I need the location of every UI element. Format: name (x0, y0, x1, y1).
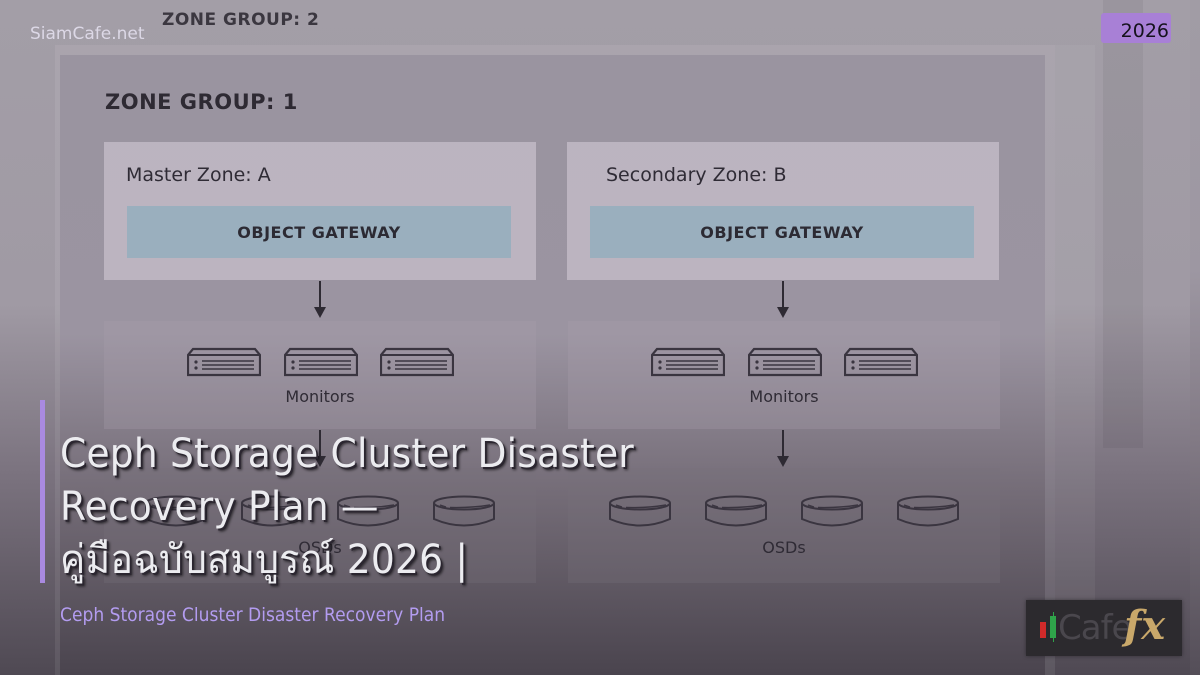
title-line-3: คู่มือฉบับสมบูรณ์ 2026 | (60, 537, 469, 583)
logo-text-fx: fx (1124, 602, 1166, 649)
zone-group-2-label: ZONE GROUP: 2 (162, 10, 320, 30)
osd-disk-icon (705, 495, 767, 527)
osd-disk-icon (241, 495, 303, 527)
osd-disk-icon (609, 495, 671, 527)
zone-a-osds-label: OSDs (298, 538, 342, 557)
logo-text-cafe: Cafe (1058, 608, 1132, 648)
title-line-1: Ceph Storage Cluster Disaster (60, 431, 634, 477)
server-monitor-icon (284, 347, 358, 377)
zone-group-1-label: ZONE GROUP: 1 (105, 90, 298, 114)
title-accent-bar (40, 400, 45, 583)
zone-a-monitors-label: Monitors (285, 387, 355, 406)
zone-b-title: Secondary Zone: B (606, 164, 787, 186)
arrow-down-icon (314, 281, 326, 318)
arrow-down-icon (314, 430, 326, 467)
arrow-down-icon (777, 430, 789, 467)
osd-disk-icon (337, 495, 399, 527)
zone-b-monitors-label: Monitors (749, 387, 819, 406)
cafefx-logo[interactable]: Cafe fx (1026, 600, 1182, 656)
zone-b-object-gateway: OBJECT GATEWAY (590, 206, 974, 258)
right-column-decor (1055, 45, 1095, 605)
server-monitor-icon (187, 347, 261, 377)
article-title: Ceph Storage Cluster Disaster Recovery P… (60, 428, 718, 587)
zone-a-box: Master Zone: A OBJECT GATEWAY (104, 142, 536, 280)
right-column-decor-2 (1103, 0, 1143, 448)
year-badge: 2026 (1101, 13, 1171, 43)
server-monitor-icon (844, 347, 918, 377)
zone-a-title: Master Zone: A (126, 164, 271, 186)
candle-green-icon (1050, 616, 1056, 638)
server-monitor-icon (651, 347, 725, 377)
osd-disk-icon (145, 495, 207, 527)
title-line-2: Recovery Plan — (60, 484, 379, 530)
arrow-down-icon (777, 281, 789, 318)
osd-disk-icon (801, 495, 863, 527)
zone-b-box: Secondary Zone: B OBJECT GATEWAY (567, 142, 999, 280)
candle-red-icon (1040, 622, 1046, 638)
server-monitor-icon (380, 347, 454, 377)
zone-b-osds-label: OSDs (762, 538, 806, 557)
osd-disk-icon (897, 495, 959, 527)
article-subtitle: Ceph Storage Cluster Disaster Recovery P… (60, 604, 446, 626)
server-monitor-icon (748, 347, 822, 377)
osd-disk-icon (433, 495, 495, 527)
zone-a-object-gateway: OBJECT GATEWAY (127, 206, 511, 258)
site-watermark: SiamCafe.net (30, 24, 145, 44)
